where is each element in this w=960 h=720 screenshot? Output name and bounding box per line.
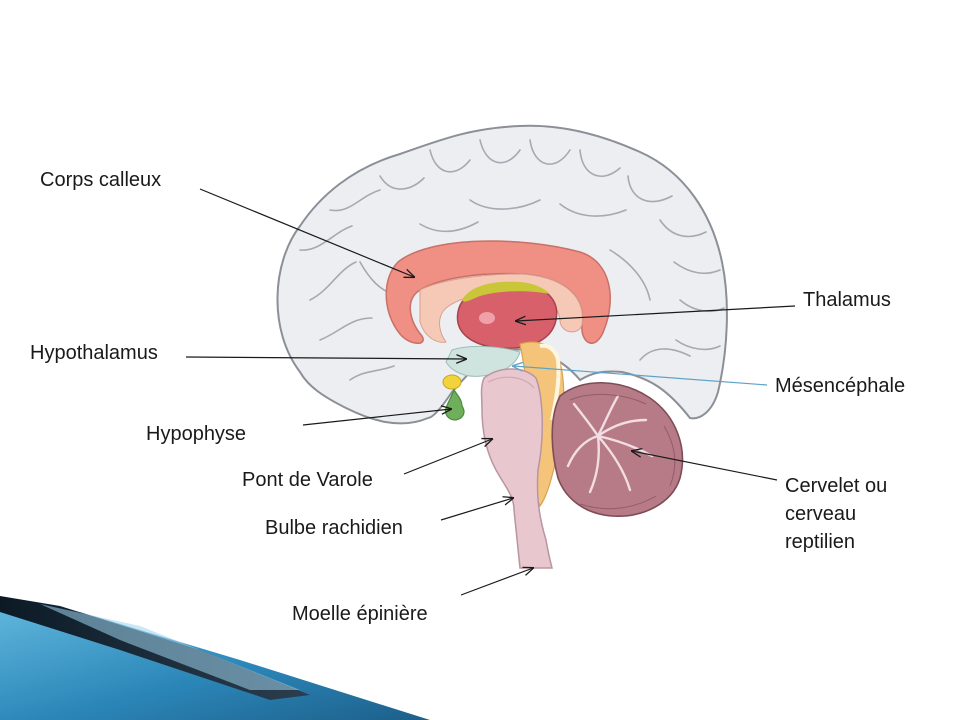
- label-moelle-epiniere: Moelle épinière: [292, 600, 428, 628]
- label-thalamus: Thalamus: [803, 286, 891, 314]
- label-pont-de-varole: Pont de Varole: [242, 466, 373, 494]
- leader-moelle: [461, 568, 533, 595]
- label-mesencephale: Mésencéphale: [775, 372, 905, 400]
- leader-bulbe: [441, 498, 513, 520]
- mammillary-shape: [443, 375, 461, 389]
- label-cervelet-line-2: cerveau: [785, 500, 925, 528]
- label-hypophyse: Hypophyse: [146, 420, 246, 448]
- leader-pont: [404, 439, 492, 474]
- label-hypothalamus: Hypothalamus: [30, 339, 158, 367]
- label-cervelet: Cervelet ou cerveau reptilien: [785, 472, 925, 556]
- label-corps-calleux: Corps calleux: [40, 166, 161, 194]
- cervelet-shape: [552, 383, 682, 516]
- label-cervelet-line-3: reptilien: [785, 528, 925, 556]
- thalamus-shape: [457, 282, 556, 349]
- label-bulbe-rachidien: Bulbe rachidien: [265, 514, 403, 542]
- label-cervelet-line-1: Cervelet ou: [785, 472, 925, 500]
